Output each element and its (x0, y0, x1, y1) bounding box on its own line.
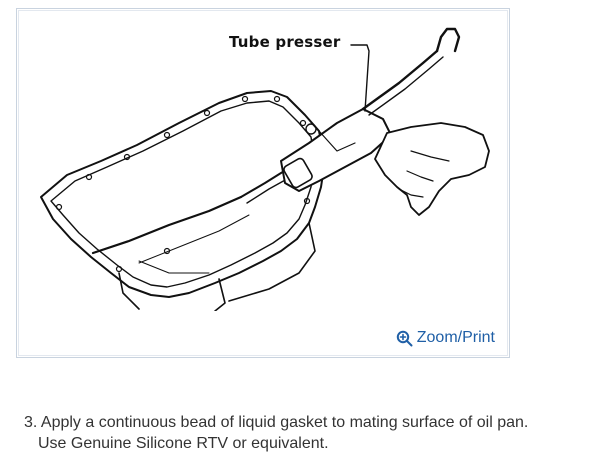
oil-pan-flange (40, 90, 326, 298)
instruction-step: 3. Apply a continuous bead of liquid gas… (24, 412, 604, 454)
zoom-print-label: Zoom/Print (416, 329, 495, 346)
zoom-print-link[interactable]: Zoom/Print (396, 329, 495, 347)
plunger-rod (361, 49, 439, 111)
magnifier-plus-icon (396, 330, 413, 346)
figure-frame: Tube presser Zoom/Print (16, 8, 510, 358)
instruction-line-1: 3. Apply a continuous bead of liquid gas… (24, 412, 604, 433)
hand (374, 122, 490, 216)
step-number: 3. (24, 414, 38, 431)
callout-label-tube-presser: Tube presser (229, 33, 341, 51)
callout-leader-line (350, 44, 370, 112)
liquid-gasket-bead (91, 195, 243, 255)
figure-inner: Tube presser Zoom/Print (18, 10, 508, 356)
step-text-line-1: Apply a continuous bead of liquid gasket… (40, 414, 529, 431)
oil-pan-gasket-illustration (40, 27, 490, 311)
rod-hook (435, 27, 461, 53)
instruction-line-2: Use Genuine Silicone RTV or equivalent. (38, 435, 329, 452)
